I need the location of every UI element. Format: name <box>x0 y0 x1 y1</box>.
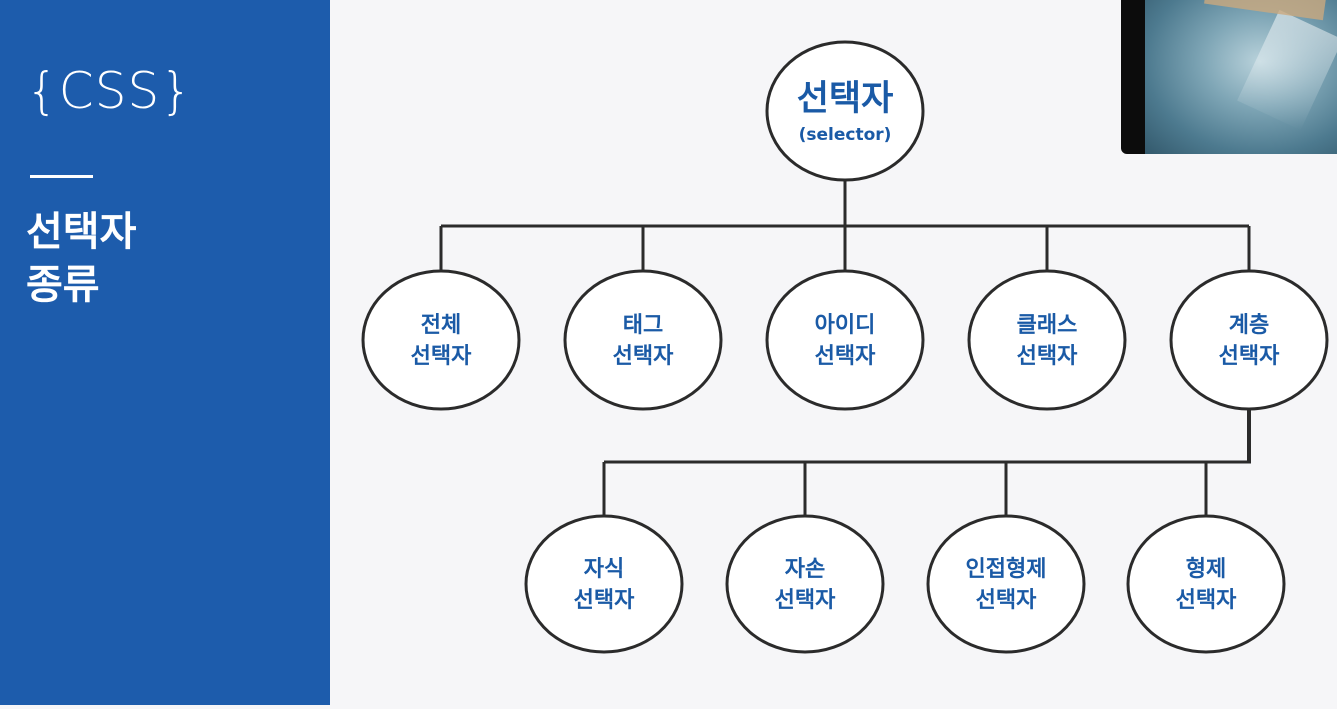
node-class-ellipse <box>969 271 1125 409</box>
page-title: 선택자 종류 <box>26 206 136 312</box>
node-descendant-line2: 선택자 <box>775 588 836 613</box>
node-adjacent-sibling: 인접형제 선택자 <box>928 516 1084 652</box>
node-child-line2: 선택자 <box>574 588 635 613</box>
node-adjacent-sibling-line2: 선택자 <box>976 588 1037 613</box>
node-hierarchy: 계층 선택자 <box>1171 271 1327 409</box>
node-class: 클래스 선택자 <box>969 271 1125 409</box>
node-hierarchy-ellipse <box>1171 271 1327 409</box>
node-sibling: 형제 선택자 <box>1128 516 1284 652</box>
diagram-area: 선택자 (selector) 전체 선택자 태그 선택자 아이디 선택자 클래스… <box>330 0 1337 705</box>
webcam-image <box>1145 0 1337 154</box>
page-title-line1: 선택자 <box>26 206 136 259</box>
node-hierarchy-line2: 선택자 <box>1219 344 1280 369</box>
node-sibling-ellipse <box>1128 516 1284 652</box>
node-tag-line1: 태그 <box>623 313 663 338</box>
node-adjacent-sibling-line1: 인접형제 <box>966 557 1047 582</box>
node-id-line2: 선택자 <box>815 344 876 369</box>
node-sibling-line2: 선택자 <box>1176 588 1237 613</box>
css-logo: {CSS} <box>26 66 193 116</box>
node-child-line1: 자식 <box>584 557 624 582</box>
webcam-thumbnail <box>1121 0 1337 154</box>
node-class-line2: 선택자 <box>1017 344 1078 369</box>
node-tag-line2: 선택자 <box>613 344 674 369</box>
node-id-ellipse <box>767 271 923 409</box>
node-universal-ellipse <box>363 271 519 409</box>
divider <box>30 175 93 178</box>
node-tag-ellipse <box>565 271 721 409</box>
page-title-line2: 종류 <box>26 259 136 312</box>
node-id-line1: 아이디 <box>815 313 876 338</box>
node-universal-line2: 선택자 <box>411 344 472 369</box>
node-universal: 전체 선택자 <box>363 271 519 409</box>
node-sibling-line1: 형제 <box>1186 557 1226 582</box>
node-root-subtitle: (selector) <box>799 125 892 145</box>
sidebar: {CSS} 선택자 종류 <box>0 0 330 705</box>
node-descendant-ellipse <box>727 516 883 652</box>
node-descendant-line1: 자손 <box>785 557 825 582</box>
node-universal-line1: 전체 <box>421 313 461 338</box>
node-child: 자식 선택자 <box>526 516 682 652</box>
node-tag: 태그 선택자 <box>565 271 721 409</box>
node-root: 선택자 (selector) <box>767 42 923 180</box>
node-class-line1: 클래스 <box>1017 313 1078 338</box>
node-descendant: 자손 선택자 <box>727 516 883 652</box>
node-hierarchy-line1: 계층 <box>1229 313 1269 338</box>
node-root-title: 선택자 <box>797 79 894 119</box>
node-child-ellipse <box>526 516 682 652</box>
node-id: 아이디 선택자 <box>767 271 923 409</box>
node-adjacent-sibling-ellipse <box>928 516 1084 652</box>
